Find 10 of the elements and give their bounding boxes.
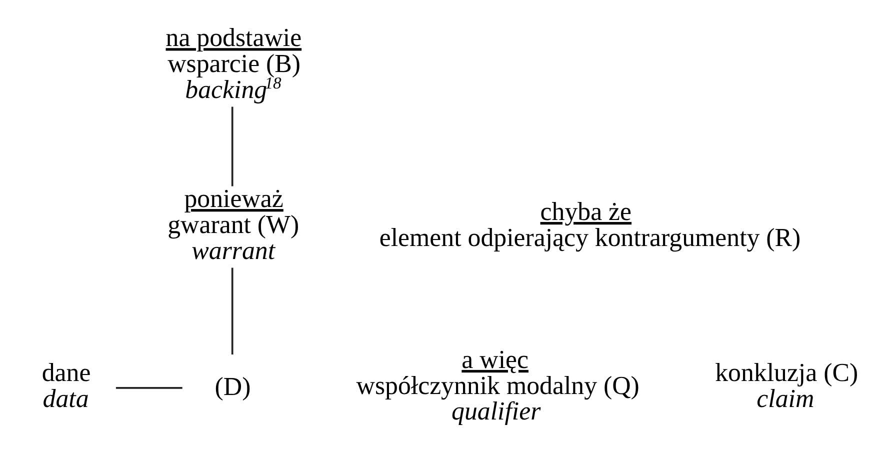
node-text: (D) <box>214 371 251 400</box>
node-text: konkluzja (C) claim <box>715 357 858 412</box>
connector <box>231 106 234 186</box>
node-text: chyba że element odpierający kontrargumenty (R) <box>379 196 801 252</box>
connector <box>116 386 182 388</box>
node-text: na podstawie wsparcie (B) backing$^{18}$ <box>166 22 302 104</box>
node-text: dane data <box>42 357 91 412</box>
node-text: a więc współczynnik modalny (Q) qualifier <box>356 344 640 426</box>
connector <box>231 267 234 354</box>
node-text: ponieważ gwarant (W) warrant <box>168 184 300 264</box>
